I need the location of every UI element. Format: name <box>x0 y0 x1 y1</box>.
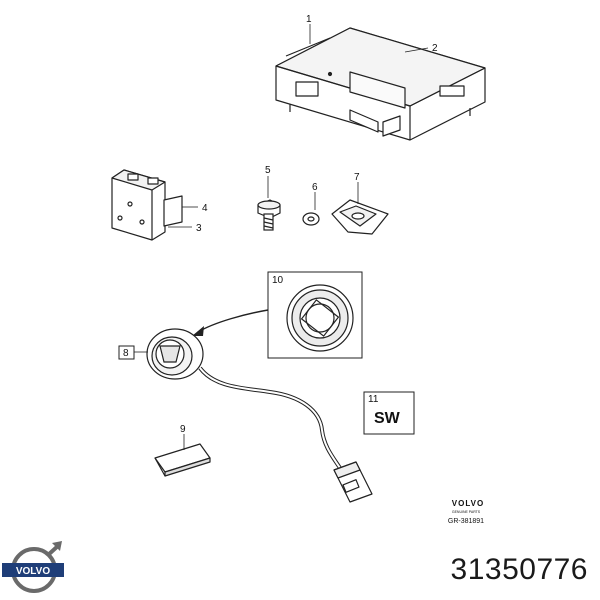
washer-drawing <box>302 212 320 226</box>
callout-11: 11 <box>368 394 379 405</box>
callout-4: 4 <box>202 203 208 214</box>
callout-10: 10 <box>272 275 284 286</box>
harness-connector <box>333 461 373 503</box>
stamp-ref: GR-381891 <box>448 518 484 525</box>
assembly-arrow <box>197 309 269 333</box>
mounting-ring-drawing <box>286 284 354 352</box>
control-module-drawing <box>275 27 486 141</box>
sw-label: SW <box>374 410 401 427</box>
callout-6: 6 <box>312 182 318 193</box>
logo-text: VOLVO <box>16 566 50 577</box>
part-number: 31350776 <box>450 553 588 586</box>
callout-8: 8 <box>123 348 129 359</box>
bracket-drawing <box>111 169 183 241</box>
foam-pad-drawing <box>154 443 211 477</box>
clip-nut-drawing <box>331 199 389 235</box>
callout-3: 3 <box>196 223 202 234</box>
callout-1: 1 <box>306 14 312 25</box>
stamp-tagline: GENUINE PARTS <box>452 510 481 514</box>
volvo-logo: VOLVO <box>2 541 64 593</box>
callout-9: 9 <box>180 424 186 435</box>
software-box-11 <box>363 391 415 435</box>
sensor-drawing <box>146 328 204 380</box>
callout-5: 5 <box>265 165 271 176</box>
callout-2: 2 <box>432 43 438 54</box>
bolt-drawing <box>257 199 281 231</box>
callout-7: 7 <box>354 172 360 183</box>
callout-box-8 <box>118 345 135 360</box>
stamp-brand: VOLVO <box>452 499 484 508</box>
